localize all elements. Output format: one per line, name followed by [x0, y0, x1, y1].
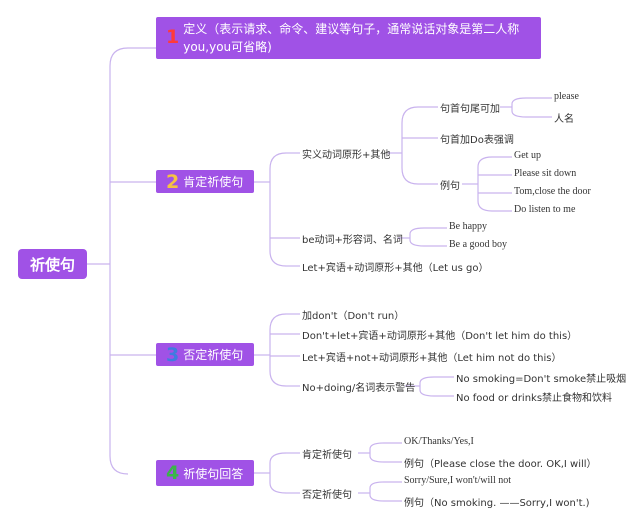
topic-affirmative-imperative: 2 肯定祈使句: [156, 170, 254, 193]
leaf-example: Do listen to me: [514, 204, 576, 215]
leaf-example: Tom,close the door: [514, 186, 591, 197]
topic-imperative-responses: 4 祈使句回答: [156, 460, 254, 486]
branch-be-verb: be动词+形容词、名词: [302, 235, 403, 246]
branch-do-emphasis: 句首加Do表强调: [440, 135, 514, 146]
leaf-example: Get up: [514, 150, 541, 161]
topic-number: 4: [166, 462, 180, 484]
leaf-example: Please sit down: [514, 168, 577, 179]
root-node: 祈使句: [18, 249, 87, 279]
topic-number: 1: [166, 26, 180, 48]
leaf-example: Be a good boy: [449, 239, 508, 250]
leaf-reply-example: 例句（No smoking. ——Sorry,I won't.): [404, 498, 590, 509]
topic-label: 否定祈使句: [183, 348, 244, 362]
leaf-add-dont: 加don't（Don't run）: [302, 311, 405, 322]
leaf-example: No smoking=Don't smoke禁止吸烟: [456, 374, 627, 385]
topic-definition: 1 定义（表示请求、命令、建议等句子，通常说话对象是第二人称you,you可省略…: [156, 17, 541, 59]
topic-label: 肯定祈使句: [183, 175, 244, 189]
leaf-reply: OK/Thanks/Yes,I: [404, 436, 474, 447]
branch-let-structure: Let+宾语+动词原形+其他（Let us go）: [302, 263, 489, 274]
leaf-example: No food or drinks禁止食物和饮料: [456, 393, 613, 404]
leaf-reply-example: 例句（Please close the door. OK,I will）: [404, 459, 597, 470]
branch-affirmative-reply: 肯定祈使句: [302, 450, 352, 461]
branch-add-start-end: 句首句尾可加: [440, 104, 500, 115]
topic-label: 定义（表示请求、命令、建议等句子，通常说话对象是第二人称you,you可省略): [183, 22, 520, 54]
leaf-person-name: 人名: [554, 114, 574, 125]
leaf-let-not: Let+宾语+not+动词原形+其他（Let him not do this）: [302, 353, 562, 364]
branch-examples: 例句: [440, 181, 460, 192]
leaf-please: please: [554, 91, 579, 102]
topic-negative-imperative: 3 否定祈使句: [156, 343, 254, 366]
branch-no-doing: No+doing/名词表示警告: [302, 383, 416, 394]
topic-number: 2: [166, 170, 180, 193]
topic-label: 祈使句回答: [183, 466, 244, 481]
topic-number: 3: [166, 343, 180, 366]
leaf-dont-let: Don't+let+宾语+动词原形+其他（Don't let him do th…: [302, 331, 578, 342]
branch-negative-reply: 否定祈使句: [302, 490, 352, 501]
branch-verb-base: 实义动词原形+其他: [302, 150, 391, 161]
leaf-example: Be happy: [449, 221, 488, 232]
leaf-reply: Sorry/Sure,I won't/will not: [404, 475, 512, 486]
